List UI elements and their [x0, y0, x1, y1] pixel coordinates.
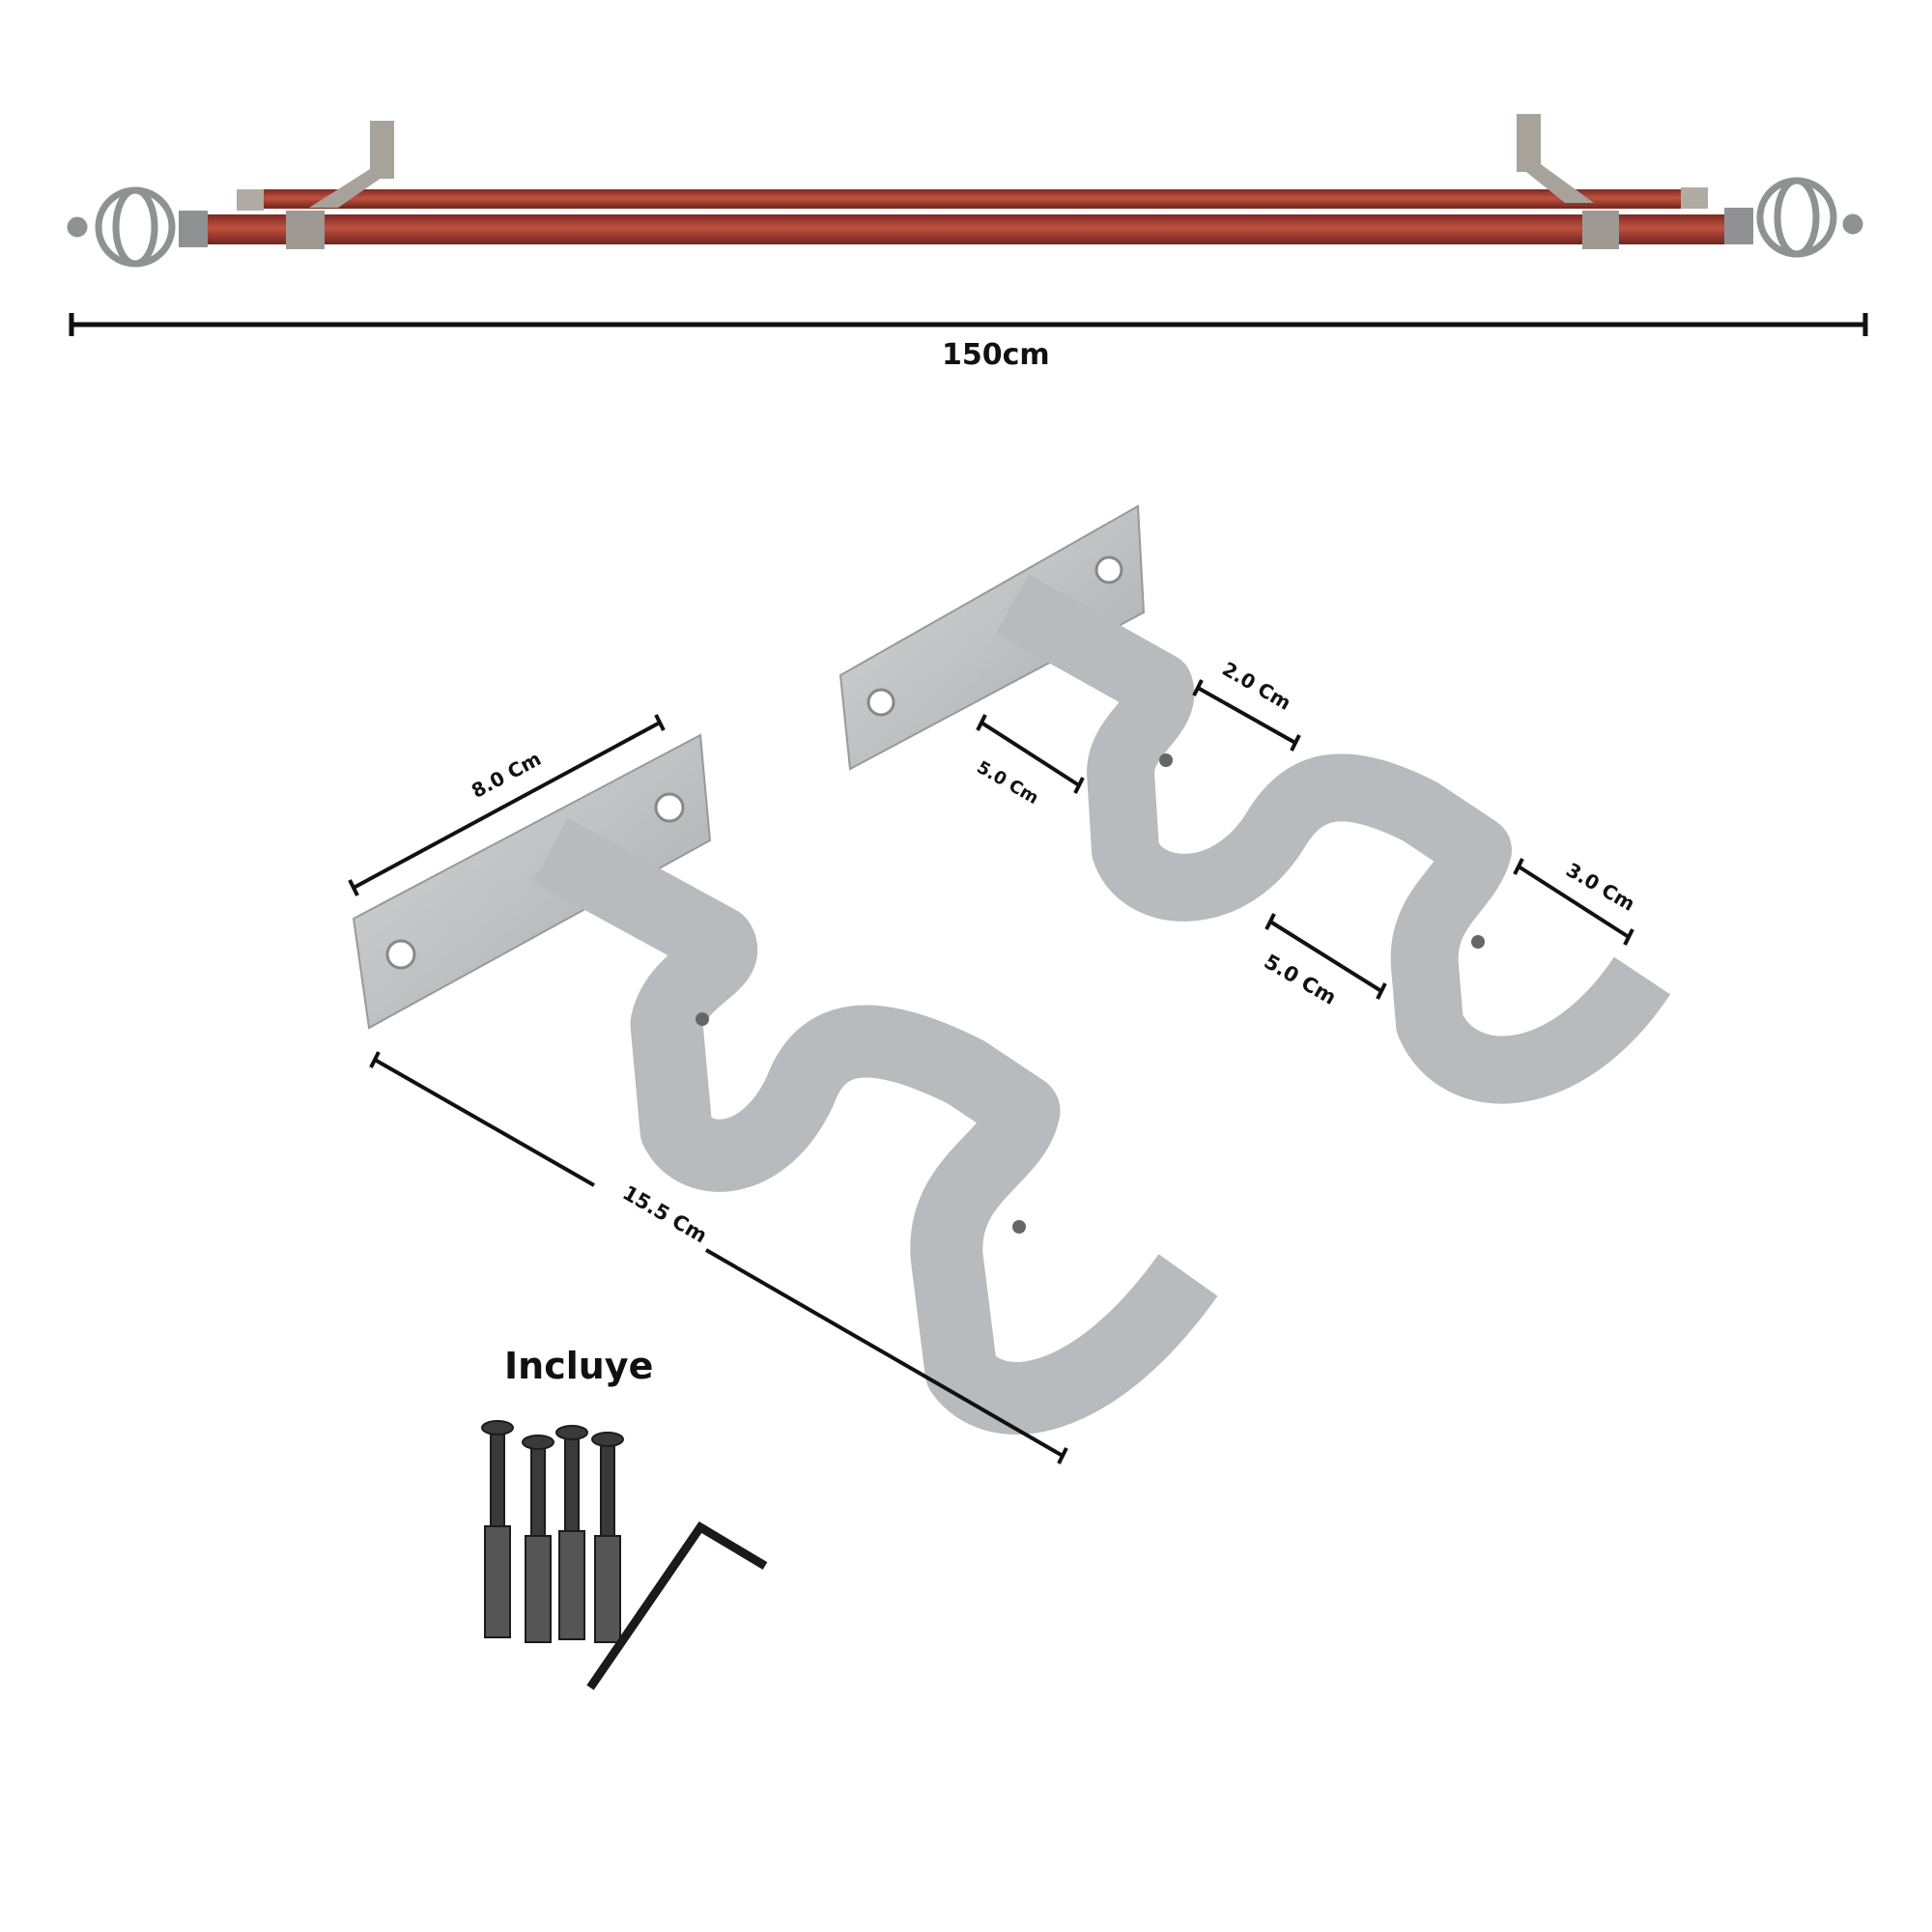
hex-key-icon	[586, 1520, 768, 1690]
mounting-plate	[352, 733, 712, 1030]
right-double-bracket	[838, 504, 1671, 1104]
left-finial-icon	[67, 186, 208, 268]
right-wall-bracket	[1517, 114, 1708, 249]
bracket-dimension-lines	[348, 679, 1634, 1464]
mounting-plate	[838, 504, 1146, 771]
screw-anchors-icon	[481, 1420, 624, 1643]
rod-length-label: 150cm	[942, 338, 1050, 372]
right-finial-icon	[1724, 177, 1863, 258]
back-rod	[242, 189, 1690, 209]
curtain-rod	[67, 114, 1863, 268]
length-dimension-line	[69, 313, 1868, 336]
includes-title: Incluye	[504, 1345, 654, 1387]
left-double-bracket	[352, 733, 1218, 1435]
left-wall-bracket	[237, 121, 394, 249]
front-rod	[208, 214, 1724, 244]
